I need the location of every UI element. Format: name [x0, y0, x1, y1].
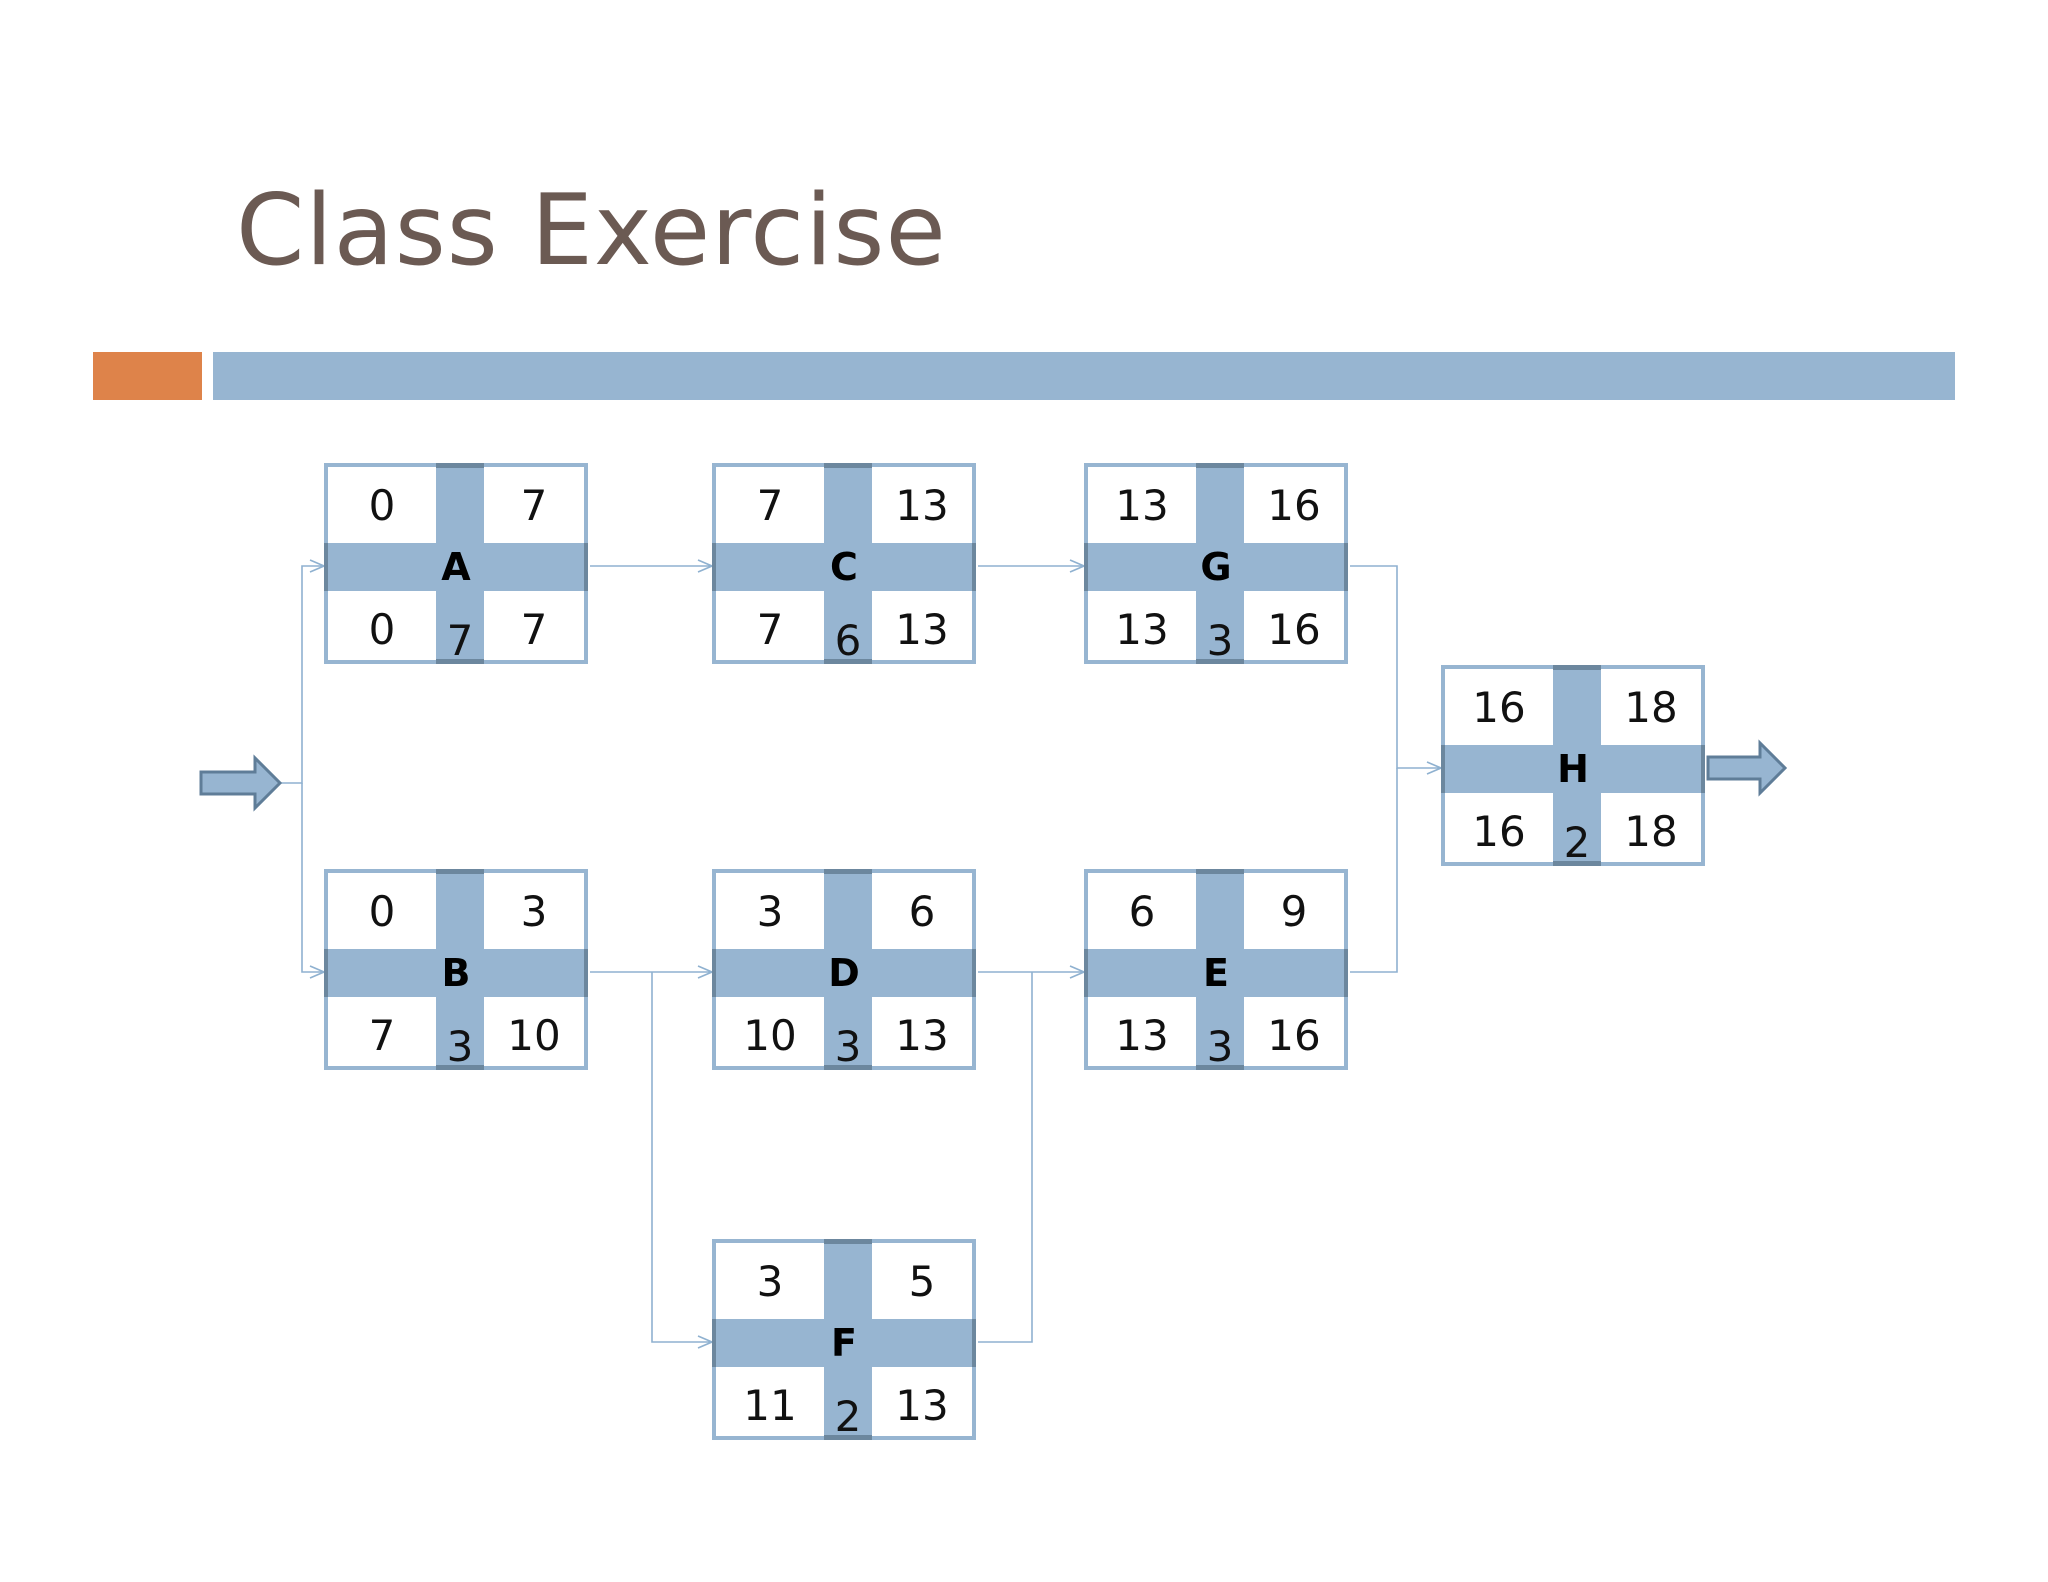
- node-d-late-start: 10: [743, 1010, 797, 1060]
- edge-start-a: [280, 566, 324, 784]
- node-e-late-start: 13: [1115, 1010, 1169, 1060]
- node-d-duration: 3: [834, 1022, 862, 1071]
- node-g-label: G: [1200, 545, 1232, 589]
- node-e-late-finish: 16: [1267, 1010, 1321, 1060]
- node-b-late-finish: 10: [507, 1010, 561, 1060]
- node-c-early-start: 7: [756, 480, 784, 530]
- node-g-duration: 3: [1206, 616, 1234, 665]
- node-f-early-start: 3: [756, 1256, 784, 1306]
- node-b-horizontal-bar: [324, 949, 588, 997]
- node-h-early-start: 16: [1472, 682, 1526, 732]
- node-f-late-finish: 13: [895, 1380, 949, 1430]
- node-d: 3 6 10 13 D 3: [712, 869, 976, 1071]
- node-b-early-start: 0: [368, 886, 396, 936]
- edge-e-h: [1350, 768, 1398, 973]
- edge-start-b: [301, 783, 324, 972]
- node-d-horizontal-bar: [712, 949, 976, 997]
- node-a-early-start: 0: [368, 480, 396, 530]
- node-a: 0 7 0 7 A 7: [324, 463, 588, 665]
- node-e-early-start: 6: [1128, 886, 1156, 936]
- node-c-late-finish: 13: [895, 604, 949, 654]
- node-a-early-finish: 7: [520, 480, 548, 530]
- node-c-duration: 6: [834, 616, 862, 665]
- node-h-early-finish: 18: [1624, 682, 1678, 732]
- node-b-duration: 3: [446, 1022, 474, 1071]
- node-d-label: D: [828, 951, 860, 995]
- node-f-horizontal-bar: [712, 1319, 976, 1367]
- node-b-late-start: 7: [368, 1010, 396, 1060]
- node-f-duration: 2: [834, 1392, 862, 1441]
- node-b-early-finish: 3: [520, 886, 548, 936]
- node-e: 6 9 13 16 E 3: [1084, 869, 1348, 1071]
- node-g-early-start: 13: [1115, 480, 1169, 530]
- node-h: 16 18 16 18 H 2: [1441, 665, 1705, 867]
- node-c-early-finish: 13: [895, 480, 949, 530]
- node-g-early-finish: 16: [1267, 480, 1321, 530]
- node-a-label: A: [441, 545, 471, 589]
- node-a-late-start: 0: [368, 604, 396, 654]
- node-g-late-finish: 16: [1267, 604, 1321, 654]
- node-f-label: F: [831, 1321, 857, 1365]
- edge-f-e: [978, 972, 1033, 1343]
- node-c-horizontal-bar: [712, 543, 976, 591]
- node-c: 7 13 7 13 C 6: [712, 463, 976, 665]
- node-f: 3 5 11 13 F 2: [712, 1239, 976, 1441]
- node-f-late-start: 11: [743, 1380, 797, 1430]
- start-arrow-icon: [199, 754, 283, 812]
- edge-g-h: [1350, 565, 1441, 768]
- node-h-horizontal-bar: [1441, 745, 1705, 793]
- title-accent-blue: [213, 352, 1955, 400]
- node-e-duration: 3: [1206, 1022, 1234, 1071]
- node-d-late-finish: 13: [895, 1010, 949, 1060]
- node-g: 13 16 13 16 G 3: [1084, 463, 1348, 665]
- edge-b-f: [651, 972, 712, 1342]
- end-arrow-icon: [1706, 739, 1788, 797]
- node-h-late-start: 16: [1472, 806, 1526, 856]
- node-a-horizontal-bar: [324, 543, 588, 591]
- node-g-late-start: 13: [1115, 604, 1169, 654]
- node-g-horizontal-bar: [1084, 543, 1348, 591]
- title-accent-orange: [93, 352, 202, 400]
- node-b: 0 3 7 10 B 3: [324, 869, 588, 1071]
- node-f-early-finish: 5: [908, 1256, 936, 1306]
- node-c-late-start: 7: [756, 604, 784, 654]
- node-a-late-finish: 7: [520, 604, 548, 654]
- node-e-early-finish: 9: [1280, 886, 1308, 936]
- node-e-label: E: [1203, 951, 1229, 995]
- slide-title: Class Exercise: [236, 174, 947, 288]
- node-h-duration: 2: [1563, 818, 1591, 867]
- node-d-early-start: 3: [756, 886, 784, 936]
- node-h-late-finish: 18: [1624, 806, 1678, 856]
- node-c-label: C: [830, 545, 858, 589]
- node-d-early-finish: 6: [908, 886, 936, 936]
- node-e-horizontal-bar: [1084, 949, 1348, 997]
- node-h-label: H: [1557, 747, 1589, 791]
- node-a-duration: 7: [446, 616, 474, 665]
- node-b-label: B: [441, 951, 471, 995]
